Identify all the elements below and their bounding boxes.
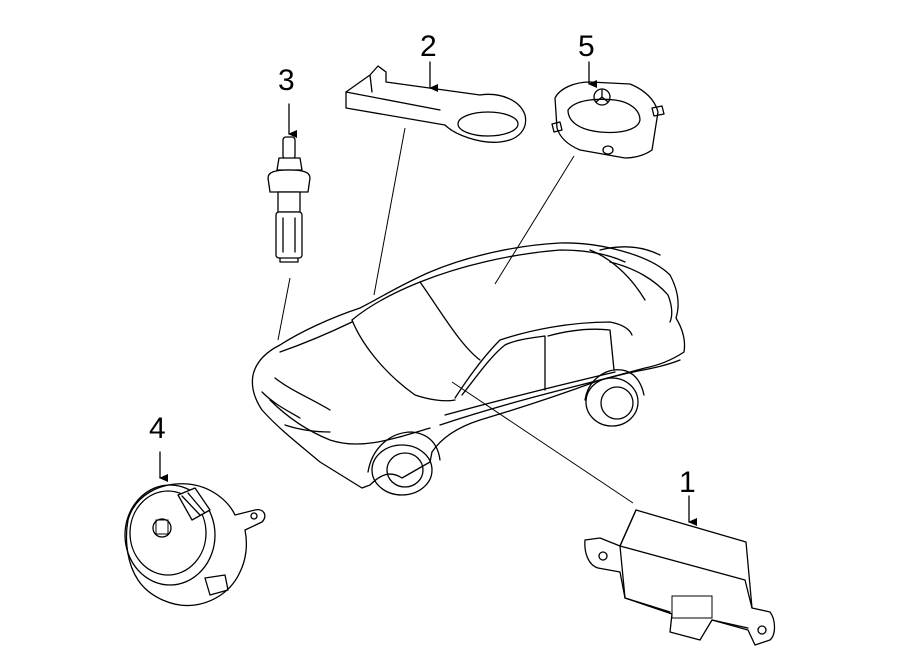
- part-4-alarm-horn: [124, 483, 266, 607]
- callout-3: 3: [278, 64, 295, 97]
- leader-lines: [277, 127, 634, 504]
- sedan-car: [251, 242, 686, 496]
- part-5-sensor-module: [551, 81, 665, 159]
- callout-1: 1: [679, 466, 696, 499]
- callout-4: 4: [149, 412, 166, 445]
- part-3-sensor-plug: [267, 136, 311, 263]
- callout-5: 5: [578, 30, 595, 63]
- part-1-control-module: [584, 509, 776, 646]
- callout-2: 2: [420, 30, 437, 63]
- part-2-antenna-bracket: [345, 65, 527, 143]
